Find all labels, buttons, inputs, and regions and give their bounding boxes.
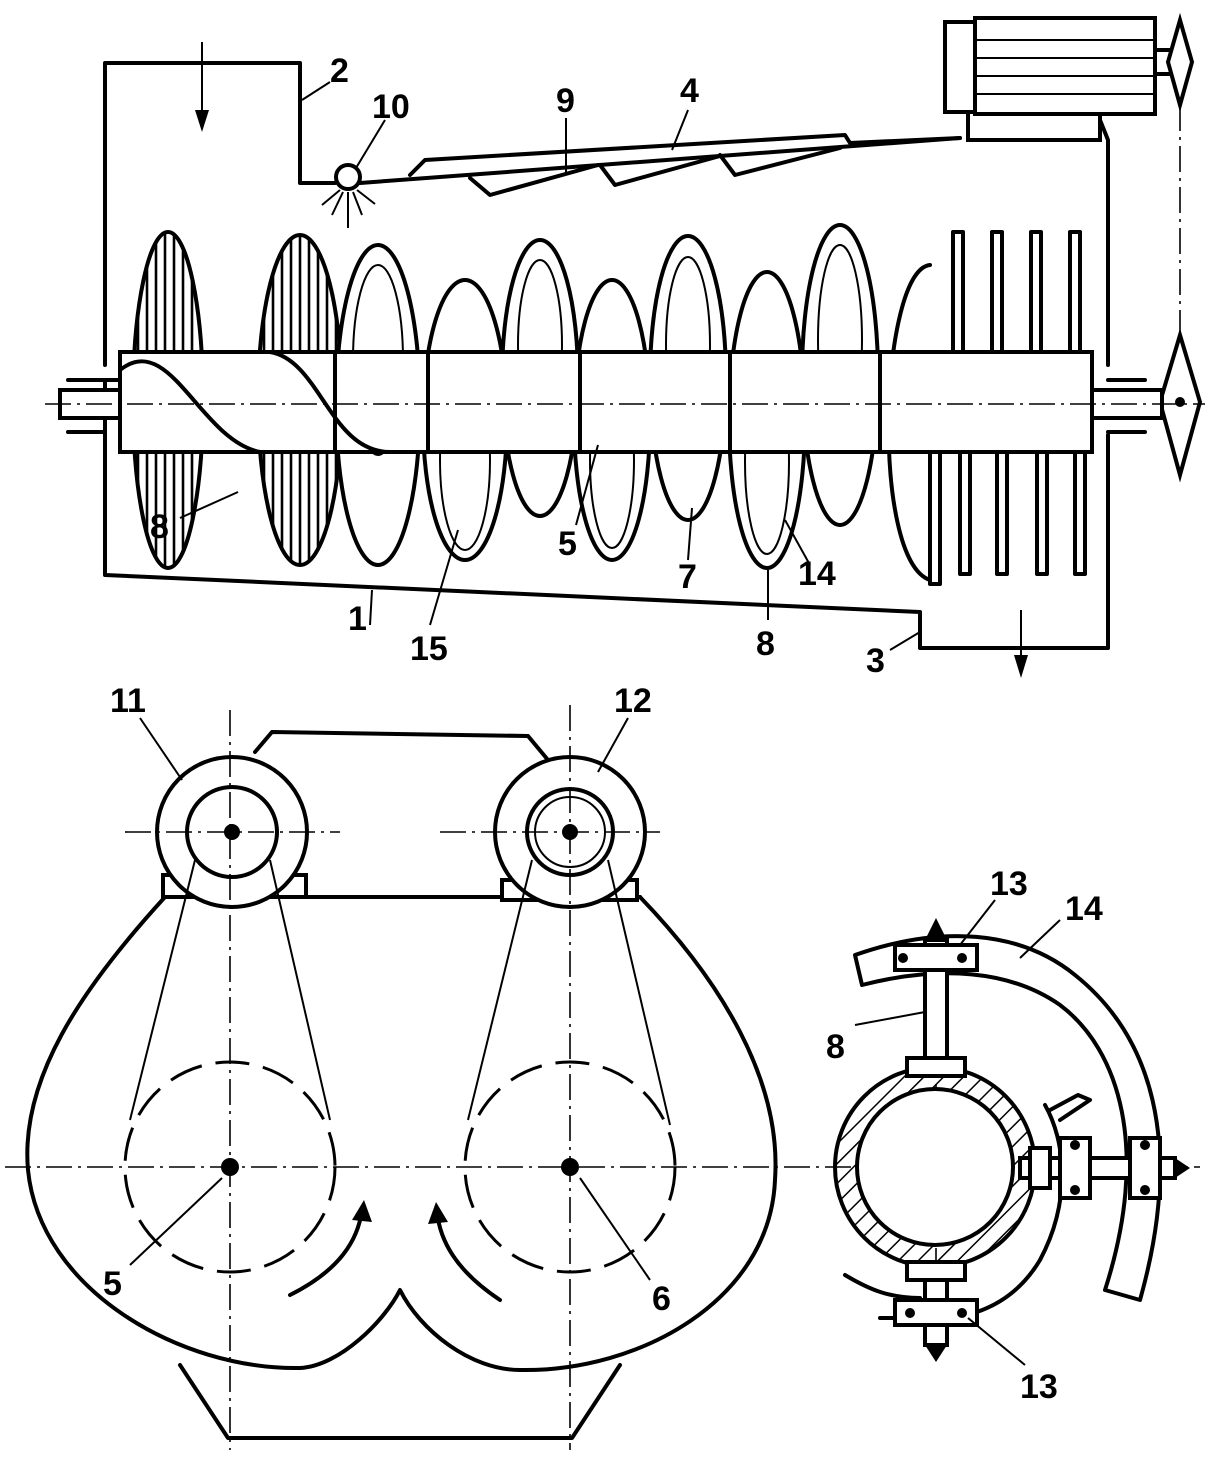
callout-14-detail: 14	[1065, 890, 1103, 928]
comb-rods	[928, 230, 1087, 586]
callout-8b: 8	[756, 625, 775, 663]
callout-10: 10	[372, 88, 410, 126]
lid-lower-edge	[358, 136, 962, 185]
spray-lines	[321, 189, 376, 228]
side-callouts: 1 2 3 4 5 7 8 8 9 10 14 15	[150, 52, 885, 680]
callout-2: 2	[330, 52, 349, 90]
outer-ring-14	[853, 934, 1162, 1302]
end-callouts: 11 12 5 6	[103, 682, 671, 1318]
rotation-arrow-right-icon	[428, 1202, 502, 1302]
housing-top	[103, 61, 337, 367]
detail-leaders	[854, 899, 1061, 1366]
trough-outline	[25, 895, 778, 1373]
callout-13-top: 13	[990, 865, 1028, 903]
tube-bore	[855, 1087, 1015, 1247]
housing-top-right	[1098, 118, 1110, 367]
callout-5: 5	[558, 525, 577, 563]
callout-9: 9	[556, 82, 575, 120]
callout-7: 7	[678, 558, 697, 596]
end-leaders	[129, 717, 651, 1281]
callout-3: 3	[866, 642, 885, 680]
callout-8a: 8	[150, 508, 169, 546]
drum-joints	[333, 350, 882, 454]
callout-14: 14	[798, 555, 836, 593]
lid	[408, 133, 962, 177]
left-bearing	[66, 378, 107, 434]
callout-1: 1	[348, 600, 367, 638]
callout-11: 11	[110, 682, 146, 720]
hopper	[178, 1363, 622, 1440]
ring-clamp	[1048, 1093, 1092, 1122]
callout-5-end: 5	[103, 1265, 122, 1303]
lower-ring-stub	[843, 1273, 922, 1300]
detail-view: 13 13 14 8	[826, 865, 1190, 1406]
callout-12: 12	[614, 682, 652, 720]
motor-body	[973, 16, 1157, 116]
belts	[129, 859, 671, 1126]
baffle-1	[468, 163, 600, 197]
side-leaders	[179, 81, 921, 651]
bolts	[898, 953, 1150, 1318]
right-bearing	[1106, 378, 1147, 434]
gearbox-cover	[253, 730, 550, 762]
motor	[943, 12, 1195, 142]
helix-1	[118, 359, 262, 454]
callout-13-bottom: 13	[1020, 1368, 1058, 1406]
callout-4: 4	[680, 72, 699, 110]
rotation-arrow-left-icon	[288, 1200, 372, 1297]
inlet-arrow-icon	[195, 42, 209, 132]
detail-callouts: 13 13 14 8	[826, 865, 1103, 1406]
end-view: 11 12 5 6	[5, 682, 1200, 1450]
callout-8-detail: 8	[826, 1028, 845, 1066]
motor-endcap	[943, 20, 977, 114]
spray-nozzle	[334, 163, 362, 191]
baffle-2	[598, 154, 722, 187]
side-view: 1 2 3 4 5 7 8 8 9 10 14 15	[45, 12, 1205, 680]
callout-6: 6	[652, 1280, 671, 1318]
outlet-arrow-icon	[1014, 610, 1028, 678]
motor-pulley	[1165, 12, 1195, 113]
callout-15: 15	[410, 630, 448, 668]
clamp-blocks	[893, 943, 1162, 1327]
baffle-3	[718, 146, 842, 177]
helix-2	[268, 350, 392, 454]
